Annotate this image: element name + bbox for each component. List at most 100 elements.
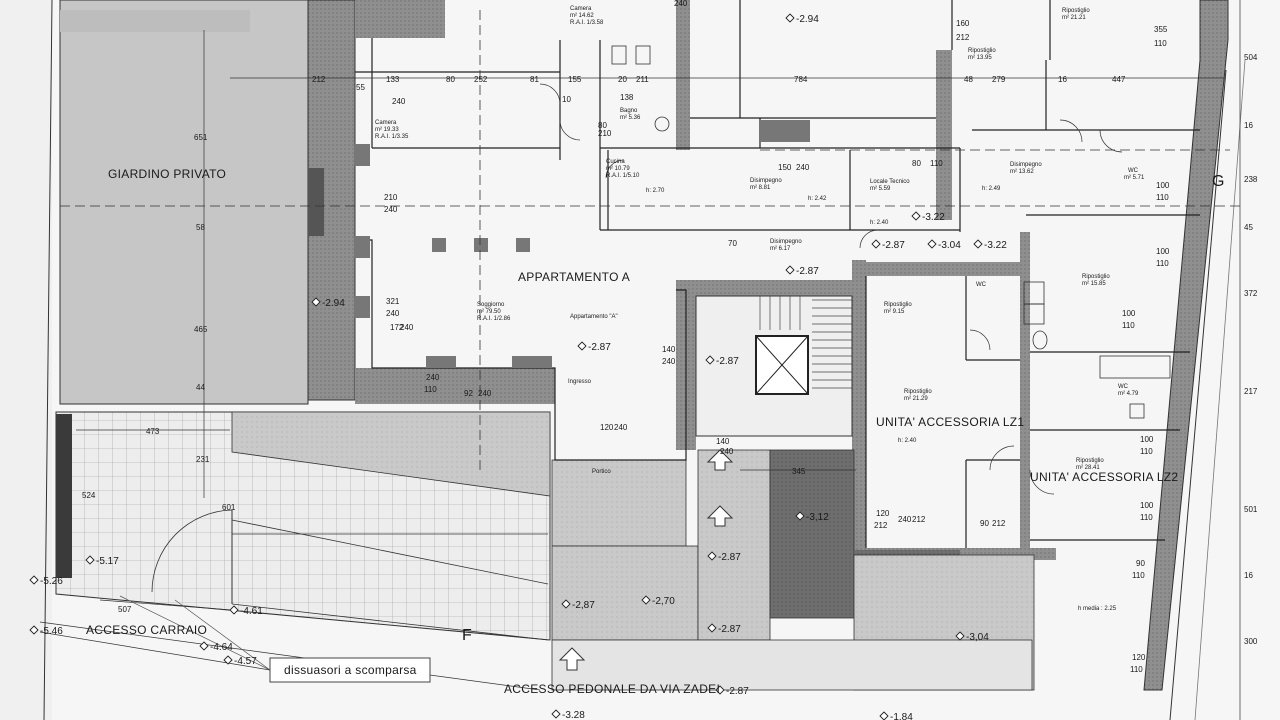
bagno-area: m² 5.36: [620, 115, 641, 121]
level-marker-symbol: [973, 239, 983, 249]
dim-240g: 240: [426, 373, 440, 382]
dim-212e: 212: [992, 519, 1006, 528]
dim-16b: 16: [1244, 121, 1253, 130]
level-marker: -5.26: [29, 575, 63, 587]
dim-120b: 120: [1132, 653, 1146, 662]
dim-601: 601: [222, 503, 236, 512]
stair-treads: [759, 296, 852, 389]
level-marker-symbol: [927, 239, 937, 249]
disimpegno3-area: m² 13.62: [1010, 169, 1034, 175]
level-marker-value: -2.87: [718, 552, 741, 563]
disimpegno3-name: Disimpegno: [1010, 162, 1042, 168]
level-marker: -3.22: [973, 239, 1007, 251]
level-marker-symbol: [223, 655, 233, 665]
level-marker: -5.46: [29, 625, 63, 637]
cucina-rai: R.A.I. 1/5.10: [606, 173, 640, 179]
height-240: h: 2.40: [870, 220, 889, 226]
dim-240a: 240: [392, 97, 406, 106]
boundary-outer-line: [1169, 69, 1227, 720]
dim-524: 524: [82, 491, 96, 500]
app-small-label: Appartamento "A": [570, 314, 618, 320]
dim-120c: 120: [876, 509, 890, 518]
level-marker: -3.22: [911, 211, 945, 223]
gate-swing-arc: [151, 509, 233, 593]
furniture-blocks: [354, 120, 810, 368]
level-marker-value: -3.22: [922, 212, 945, 223]
label-lz1: UNITA' ACCESSORIA LZ1: [876, 415, 1024, 429]
left-margin-band: [0, 0, 52, 720]
dim-217: 217: [1244, 387, 1258, 396]
level-marker: -1.84: [879, 711, 913, 720]
dim-155: 155: [568, 75, 582, 84]
dim-172: 172: [390, 323, 404, 332]
level-marker: -3.04: [927, 239, 961, 251]
wall-top-center: [676, 0, 690, 150]
section-mark-f: F: [462, 627, 472, 644]
level-marker-value: -3,04: [966, 632, 989, 643]
wall-top-right: [936, 50, 952, 220]
dim-231: 231: [196, 455, 210, 464]
wall-stair-top: [676, 280, 852, 296]
dim-321: 321: [386, 297, 400, 306]
dim-110b: 110: [930, 159, 943, 168]
level-marker: -2.94: [785, 13, 819, 25]
level-marker: -2.87: [715, 685, 749, 697]
dim-447: 447: [1112, 75, 1126, 84]
level-marker-value: -4.64: [210, 642, 233, 653]
dim-651: 651: [194, 133, 208, 142]
level-marker-symbol: [551, 709, 561, 719]
dim-252: 252: [474, 75, 488, 84]
soggiorno-name: Soggiorno: [477, 302, 505, 308]
dimension-numbers: 240 212 133 80 252 81 155 20 211 784 48 …: [82, 0, 1258, 674]
level-marker-value: -3.04: [938, 240, 961, 251]
dim-240d: 240: [386, 309, 400, 318]
rip-lz1-area: m² 21.29: [904, 396, 928, 402]
height-270: h: 2.70: [646, 188, 665, 194]
dim-120a: 120: [600, 423, 614, 432]
wc1-area: m² 5.71: [1124, 175, 1145, 181]
dim-212d: 212: [912, 515, 926, 524]
dim-300: 300: [1244, 637, 1258, 646]
dim-501: 501: [1244, 505, 1258, 514]
level-marker: -2.87: [577, 341, 611, 353]
dim-110c: 110: [424, 385, 437, 394]
camera1-area: m² 14.62: [570, 13, 594, 19]
dim-240k: 240: [720, 447, 734, 456]
level-marker-value: -5.17: [96, 556, 119, 567]
camera2-name: Camera: [375, 120, 397, 126]
dim-372: 372: [1244, 289, 1258, 298]
dim-100b: 100: [1156, 247, 1170, 256]
dim-16c: 16: [1244, 571, 1253, 580]
level-marker: -2.87: [785, 265, 819, 277]
level-marker-value: -2.87: [588, 342, 611, 353]
dim-110d: 110: [1156, 193, 1169, 202]
ramp-drain: [56, 414, 72, 578]
boundary-outer-line-2: [1194, 59, 1246, 720]
soggiorno-area: m² 79.50: [477, 309, 501, 315]
ramp-line-3: [231, 603, 549, 641]
height-media: h media : 2.25: [1078, 606, 1117, 612]
camera1-name: Camera: [570, 6, 592, 12]
wall-stair-right: [852, 260, 866, 550]
wall-bottom-apartment: [355, 368, 555, 404]
dim-90b: 90: [980, 519, 989, 528]
level-marker-value: -3.28: [562, 710, 585, 720]
section-mark-g: G: [1212, 173, 1224, 190]
camera1-rai: R.A.I. 1/3.58: [570, 20, 604, 26]
dim-150: 150: [778, 163, 792, 172]
dim-355: 355: [1154, 25, 1168, 34]
dim-100e: 100: [1140, 501, 1154, 510]
dim-211: 211: [636, 75, 649, 84]
rip-top-area: m² 21.21: [1062, 15, 1086, 21]
rip-r-name: Ripostiglio: [1082, 274, 1110, 280]
level-marker: -2.87: [707, 623, 741, 635]
level-marker-symbol: [707, 623, 717, 633]
level-marker-value: -2.87: [716, 356, 739, 367]
locale-area: m² 5.59: [870, 186, 891, 192]
level-marker-value: -2.94: [796, 14, 819, 25]
level-marker-symbol: [911, 211, 921, 221]
level-markers: -2.94-3.22-2.87-3.04-3.22-2.87-2.94-2.87…: [29, 13, 1007, 720]
level-marker-value: -2,87: [572, 600, 595, 611]
dim-473: 473: [146, 427, 160, 436]
dimension-lines: [39, 0, 1241, 720]
